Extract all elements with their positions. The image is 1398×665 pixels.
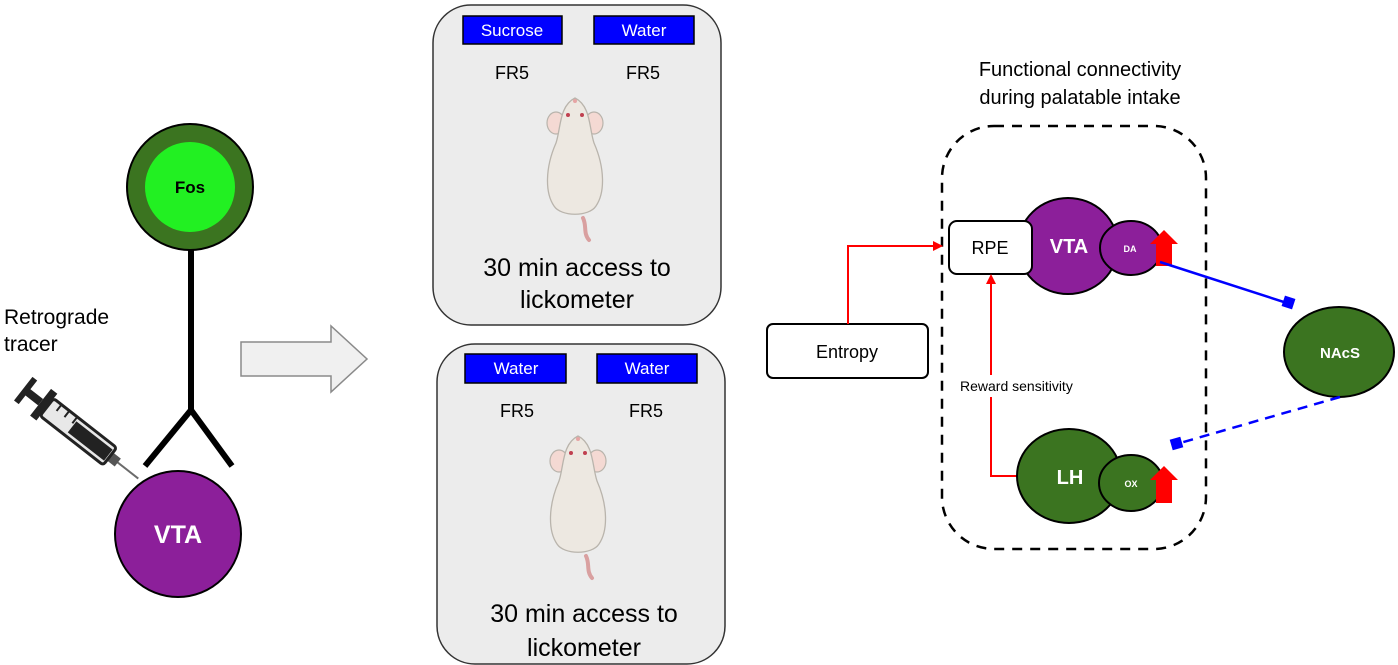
rat-icon [546,97,604,242]
session-caption-line2: lickometer [527,634,641,662]
da-subnode-label: DA [1124,244,1137,254]
schedule-right-label: FR5 [626,63,660,83]
reward-sensitivity-label: Reward sensitivity [960,378,1073,394]
bottle-right-label: Water [625,359,670,378]
vta-target-circle [114,470,242,598]
connectivity-title-line1: Functional connectivity [979,59,1181,81]
schedule-left-label: FR5 [495,63,529,83]
lh-to-rpe-arrow [986,274,1019,477]
axon-branch-left [142,408,194,468]
lh-node-label: LH [1057,467,1084,489]
schedule-left-label: FR5 [500,401,534,421]
bottle-left-badge [462,15,563,45]
bottle-right-badge [593,15,695,45]
session-card-water: Water Water FR5 FR5 30 min access to lic… [436,343,726,665]
reward-label-background [958,375,1094,397]
bottle-left-label: Sucrose [481,21,543,40]
entropy-to-rpe-arrow [847,241,943,324]
rat-icon [549,435,607,580]
ox-subnode-label: OX [1124,479,1137,489]
tracer-label-line1: Retrograde [4,306,109,329]
bottle-right-badge [596,353,698,384]
connectivity-title-line2: during palatable intake [979,87,1180,109]
entropy-label: Entropy [816,342,878,362]
bottle-right-label: Water [622,21,667,40]
da-to-nacs-connection [1159,260,1291,306]
schedule-right-label: FR5 [629,401,663,421]
session-caption-line1: 30 min access to [483,254,671,282]
vta-node-label: VTA [1050,236,1089,258]
nacs-node-label: NAcS [1320,345,1360,362]
bottle-left-badge [464,353,567,384]
rpe-label: RPE [971,238,1008,258]
nacs-to-ox-terminal [1169,436,1184,451]
intake-region-box [940,124,1208,551]
session-card-sucrose: Sucrose Water FR5 FR5 30 min access to l… [432,4,722,326]
session-caption-line2: lickometer [520,286,634,314]
bottle-left-label: Water [494,359,539,378]
tracing-panel: Fos VTA Retrograde tracer [4,123,369,598]
tracer-label-line2: tracer [4,333,58,356]
syringe-icon [13,376,139,480]
connectivity-panel: Functional connectivity during palatable… [766,59,1395,551]
ox-increase-arrow-icon [1150,466,1178,503]
nacs-to-ox-connection [1179,395,1341,445]
session-caption-line1: 30 min access to [490,600,678,628]
axon-branch-right [188,408,235,468]
fos-cell-inner [145,142,235,232]
arrow-right-icon [240,324,369,394]
da-increase-arrow-icon [1150,230,1178,266]
vta-target-label: VTA [154,521,202,549]
fos-label: Fos [175,178,205,197]
da-to-nacs-terminal [1281,295,1296,310]
